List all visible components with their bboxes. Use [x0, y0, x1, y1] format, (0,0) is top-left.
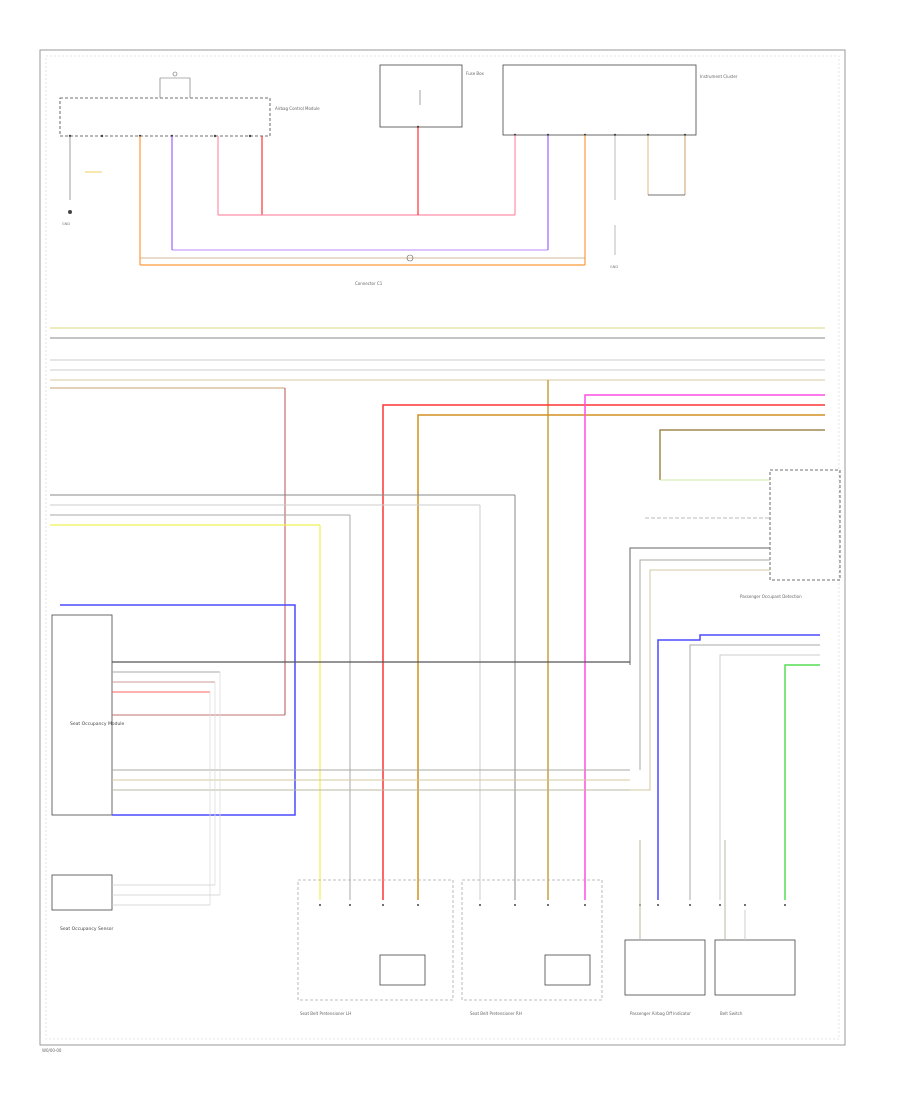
instrument-cluster-box	[502, 64, 697, 136]
diagram-inner-frame	[45, 55, 840, 1040]
belt-switch-label: Belt Switch	[720, 1011, 743, 1016]
seat-occ-module-box	[51, 614, 113, 816]
wire-blue-right	[657, 634, 820, 900]
wire-blue-left	[60, 604, 296, 816]
figure-code: W0/00-00	[42, 1048, 62, 1053]
connector-note: Connector C1	[355, 281, 383, 286]
passenger-airbag-off-label: Passenger Airbag Off Indicator	[630, 1011, 691, 1016]
fuse-box-label: Fuse Box	[466, 71, 485, 76]
belt-pt-right-box	[461, 879, 603, 1001]
belt-pt-left-box	[297, 879, 454, 1001]
wire-red-riser	[382, 404, 825, 900]
ground-1-label: GND	[62, 222, 70, 226]
wire-green-right	[784, 664, 820, 900]
ground-2-label: GND	[610, 265, 618, 269]
wire-brn-right	[659, 429, 825, 480]
wire-orange-riser	[417, 414, 825, 900]
seat-occ-sensor-label: Seat Occupancy Sensor	[60, 926, 114, 932]
top-switch-symbol	[159, 77, 191, 98]
passenger-occ-module-label: Passenger Occupant Detection	[740, 594, 802, 599]
belt-pt-right-label: Seat Belt Pretensioner RH	[470, 1011, 522, 1016]
bus-lines	[50, 327, 825, 900]
seat-occ-module-label: Seat Occupancy Module	[70, 721, 125, 727]
fuse-box	[379, 64, 463, 128]
belt-switch-box	[714, 939, 796, 996]
top-module-pins	[68, 125, 687, 138]
bottom-terminals	[319, 904, 786, 906]
bus-lines-2	[50, 494, 515, 526]
belt-pt-left-label: Seat Belt Pretensioner LH	[300, 1011, 351, 1016]
passenger-airbag-off-box	[624, 939, 706, 996]
airbag-module-top-label: Airbag Control Module	[275, 106, 320, 111]
airbag-module-top-box	[59, 97, 271, 137]
instrument-cluster-label: Instrument Cluster	[700, 74, 738, 79]
wire-pink-riser	[584, 394, 825, 900]
seat-occ-sensor-box	[51, 874, 113, 911]
diagram-frame	[39, 49, 846, 1046]
passenger-occ-module-box	[769, 469, 841, 581]
